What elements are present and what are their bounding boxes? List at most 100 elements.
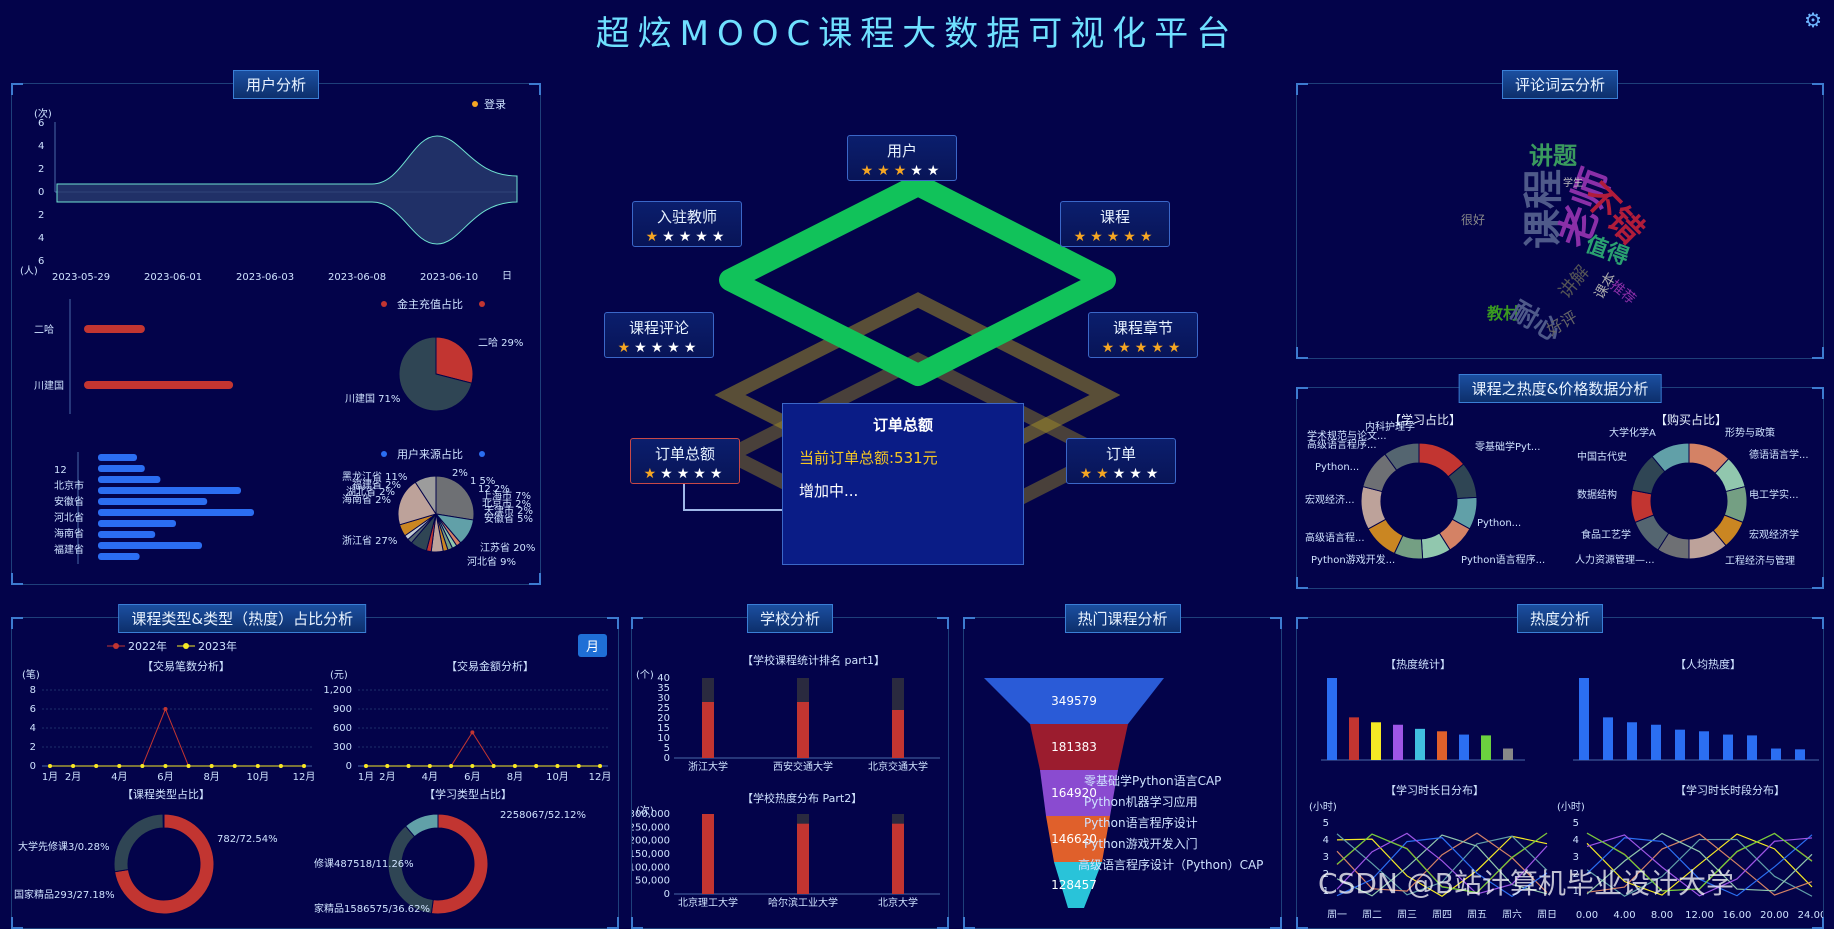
node-order[interactable]: 订单 ★★★★★	[1066, 438, 1176, 484]
bar-value	[892, 710, 904, 758]
data-point	[555, 764, 560, 768]
pie-label: 782/72.54%	[217, 834, 278, 845]
star-empty-icon: ★	[1145, 466, 1163, 482]
star-empty-icon: ★	[683, 340, 701, 356]
study-label: Python游戏开发...	[1311, 553, 1395, 566]
course-type-svg: 2022年 2023年 【交易笔数分析】 【交易金额分析】 (笔) (元) 86…	[14, 639, 612, 915]
star-filled-icon: ★	[877, 163, 894, 179]
data-point	[385, 764, 390, 768]
x-tick: 12月	[589, 771, 612, 783]
x-tick: 16.00	[1723, 910, 1752, 918]
x-tick: 2023-06-08	[328, 272, 386, 283]
node-stars: ★★★★★	[605, 340, 713, 356]
x-tick: 4月	[422, 771, 438, 783]
pie-slice	[113, 813, 164, 873]
star-empty-icon: ★	[1129, 466, 1146, 482]
source-bar-label: 福建省	[54, 543, 84, 556]
node-label: 课程章节	[1112, 319, 1173, 337]
star-filled-icon: ★	[1167, 340, 1185, 356]
heat-bar	[1771, 748, 1781, 760]
buy-label: 中国古代史	[1577, 450, 1627, 463]
star-empty-icon: ★	[711, 229, 729, 245]
star-filled-icon: ★	[860, 163, 878, 179]
bar-value	[702, 702, 714, 758]
legend-dot-2022	[113, 643, 119, 649]
x-tick: 2023-06-03	[236, 272, 294, 283]
node-chapter[interactable]: 课程章节 ★★★★★	[1088, 312, 1198, 358]
node-user[interactable]: 用户 ★★★★★	[847, 135, 957, 181]
pie-label: 江苏省 20%	[480, 541, 535, 554]
y-tick: 2	[1323, 869, 1329, 880]
data-point	[534, 764, 539, 768]
heat-bar	[1795, 749, 1805, 760]
data-point	[427, 764, 432, 768]
x-tick: 周三	[1397, 909, 1417, 918]
y-tick: 3	[1573, 852, 1579, 863]
x-tick: 周二	[1362, 909, 1382, 918]
buy-ratio-title: 【购买占比】	[1655, 412, 1727, 427]
x-tick: 6月	[464, 771, 480, 783]
star-filled-icon: ★	[1090, 229, 1107, 245]
funnel-value: 349579	[1051, 694, 1097, 708]
vip-bar-label: 二哈	[34, 323, 54, 336]
study-ratio-title: 【学习占比】	[1389, 412, 1461, 427]
y-tick: 5	[1573, 818, 1579, 829]
x-tick: 2月	[379, 771, 395, 783]
source-title: 用户来源占比	[397, 447, 463, 461]
y-tick: 1	[1323, 886, 1329, 897]
x-tick: 6月	[157, 771, 173, 783]
pie-label: 2%	[452, 468, 468, 479]
word: 课程	[1521, 169, 1567, 249]
star-filled-icon: ★	[893, 163, 911, 179]
x-tick: 4.00	[1613, 910, 1635, 918]
y-tick: 35	[657, 683, 670, 694]
heat-day-title: 【学习时长日分布】	[1385, 783, 1484, 797]
pie-slice	[430, 813, 489, 915]
node-label: 订单	[1105, 445, 1136, 463]
course-name: Python机器学习应用	[1084, 794, 1198, 809]
star-empty-icon: ★	[634, 340, 651, 356]
heat-bar	[1481, 735, 1491, 760]
heat-series-line	[1336, 833, 1548, 896]
y-tick: 0	[664, 753, 670, 764]
x-tick: 12.00	[1685, 910, 1714, 918]
node-teacher[interactable]: 入驻教师 ★★★★★	[632, 201, 742, 247]
heat-bar	[1747, 735, 1757, 760]
star-empty-icon: ★	[662, 229, 679, 245]
y-tick: 4	[1323, 835, 1329, 846]
node-label: 课程评论	[628, 319, 689, 337]
node-course-comment[interactable]: 课程评论 ★★★★★	[604, 312, 714, 358]
course-type-panel: 课程类型&类型（热度）占比分析 2022年 2023年 【交易笔数分析】 【交易…	[11, 604, 619, 929]
course-name: Python游戏开发入门	[1084, 836, 1198, 851]
pie-label: 天津市 2%	[484, 504, 533, 517]
x-tick: 周日	[1537, 909, 1557, 918]
data-point	[140, 764, 145, 768]
wordcloud-svg: 讲题 课程 老师 不错 值得 很好 学生 讲解 课本 教材 耐心 好评 推荐	[1461, 142, 1651, 348]
period-month-button[interactable]: 月	[578, 634, 608, 657]
pie-label: 国家精品293/27.18%	[14, 888, 115, 901]
panel-title: 课程类型&类型（热度）占比分析	[118, 604, 367, 633]
pie-label: 上海市 7%	[482, 489, 531, 502]
gear-icon[interactable]: ⚙	[1804, 8, 1822, 32]
node-course[interactable]: 课程 ★★★★★	[1060, 201, 1170, 247]
star-filled-icon: ★	[1118, 340, 1135, 356]
heat-unit-right: (小时)	[1557, 801, 1585, 813]
node-stars: ★★★★★	[1061, 229, 1169, 245]
star-empty-icon: ★	[678, 229, 696, 245]
data-point	[186, 764, 191, 768]
pie-slice	[398, 336, 473, 412]
data-point	[491, 764, 496, 768]
node-order-total[interactable]: 订单总额 ★★★★★	[630, 438, 740, 484]
heat-bar	[1651, 724, 1661, 760]
layer-top	[719, 174, 1116, 386]
funnel-segment	[1046, 816, 1110, 862]
star-filled-icon: ★	[1134, 340, 1152, 356]
funnel-value: 128457	[1051, 878, 1097, 892]
heat-series-line	[1336, 837, 1548, 898]
y-tick: 1	[1573, 886, 1579, 897]
node-stars: ★★★★★	[1089, 340, 1197, 356]
x-tick: 西安交通大学	[773, 760, 833, 773]
y-tick: 6	[38, 256, 44, 267]
x-tick: 2023-05-29	[52, 272, 110, 283]
